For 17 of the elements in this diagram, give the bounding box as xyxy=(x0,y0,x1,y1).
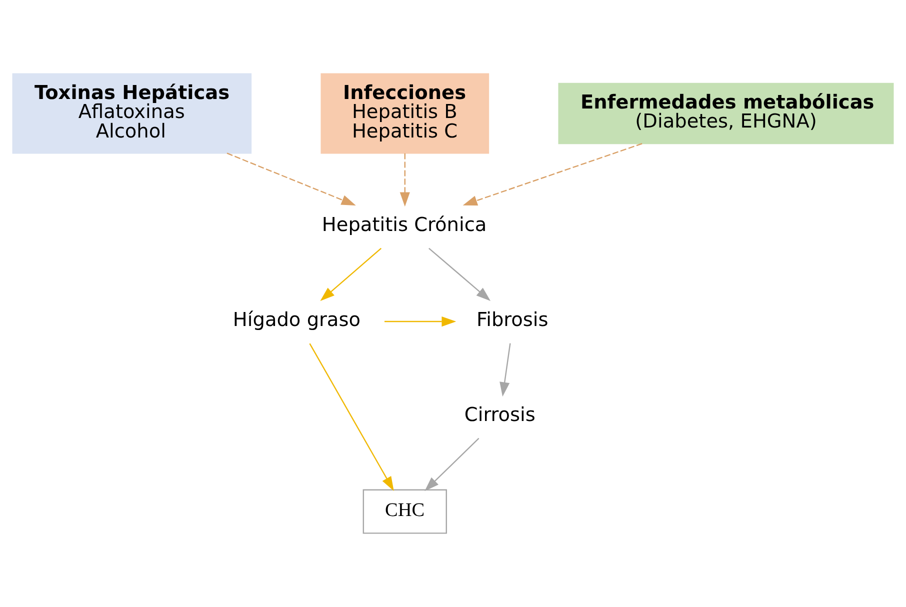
node-box: Infecciones Hepatitis B Hepatitis C xyxy=(320,73,490,154)
arrow xyxy=(384,316,456,327)
node-box: CHC xyxy=(362,489,447,534)
arrow xyxy=(424,438,480,492)
node-text: Hígado graso xyxy=(232,308,361,332)
arrow xyxy=(428,248,491,302)
arrow xyxy=(309,343,394,492)
arrow xyxy=(320,248,382,302)
arrow xyxy=(462,143,642,206)
node-text: Cirrosis xyxy=(464,403,536,426)
node-box: Toxinas Hepáticas Aflatoxinas Alcohol xyxy=(12,73,252,154)
node-text: Fibrosis xyxy=(476,308,548,332)
arrow xyxy=(500,343,511,397)
node-box: Enfermedades metabólicas (Diabetes, EHGNA) xyxy=(558,82,894,144)
node-text: Hepatitis Crónica xyxy=(322,213,487,236)
arrow xyxy=(400,153,410,207)
arrow xyxy=(226,152,356,206)
